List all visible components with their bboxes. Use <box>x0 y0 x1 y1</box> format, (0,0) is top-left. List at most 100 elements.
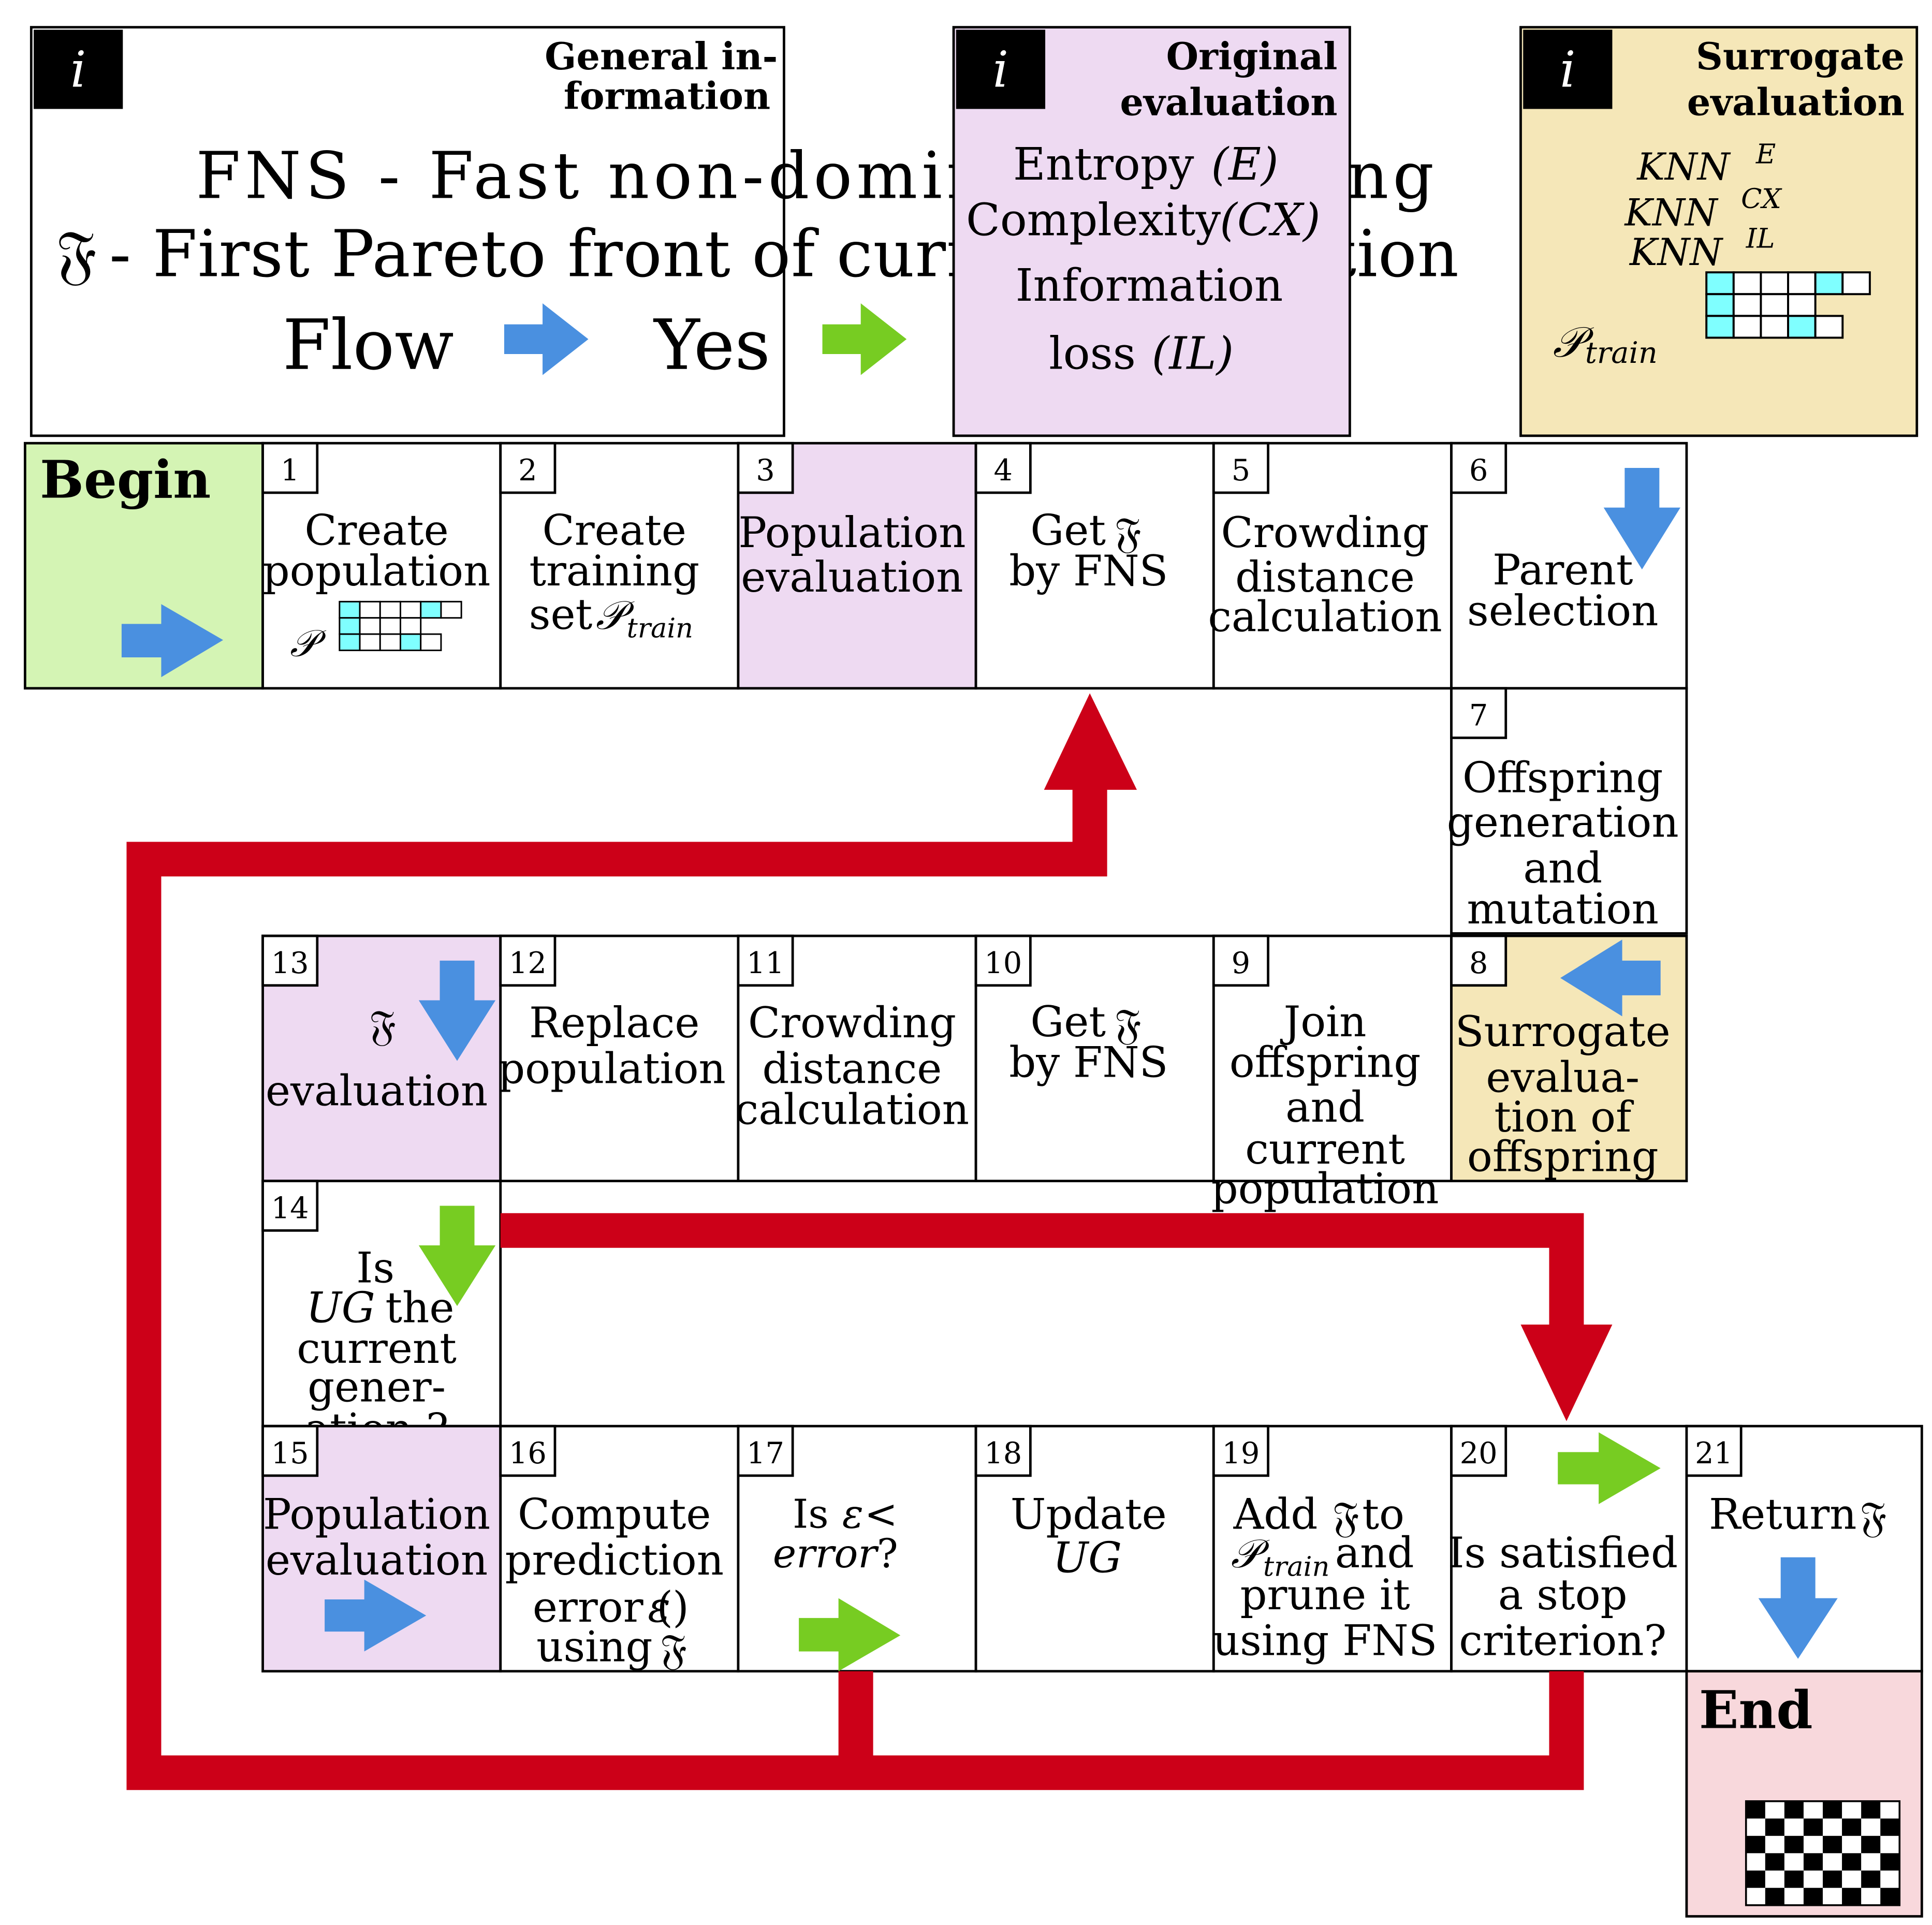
begin-cell: Begin <box>23 442 264 690</box>
step-3-population-evaluation: 3 Population evaluation <box>737 442 977 690</box>
step-number: 1 <box>281 453 300 488</box>
info-badge-icon <box>34 30 123 109</box>
step-5-crowding-distance: 5 Crowding distance calculation <box>1208 442 1453 690</box>
step-text: Crowding <box>1221 509 1429 557</box>
legend-loss-symbol: (IL) <box>1152 328 1234 380</box>
legend-knn-infoloss-sup: IL <box>1746 223 1775 254</box>
step-text: evaluation <box>266 1536 488 1585</box>
step-text: Replace <box>529 999 699 1048</box>
step-number: 4 <box>993 453 1013 488</box>
step-text: population <box>498 1045 726 1094</box>
step-text: training <box>529 547 699 596</box>
step-text: a stop <box>1498 1571 1628 1620</box>
step-text: evaluation <box>741 553 963 602</box>
step-15-population-evaluation: 15 Population evaluation <box>261 1424 502 1673</box>
step-text: evalua- <box>1486 1053 1640 1102</box>
step-text: distance <box>1235 553 1415 602</box>
legend-complexity-symbol: (CX) <box>1220 194 1320 246</box>
blue-arrow-icon <box>504 303 589 375</box>
step-number: 10 <box>984 946 1022 980</box>
step-text: Return <box>1709 1491 1857 1539</box>
step-21-return-front: 21 Return 𝔉 <box>1685 1424 1923 1673</box>
front-symbol: 𝔉 <box>1115 509 1141 557</box>
step-number: 5 <box>1232 453 1251 488</box>
step-text: mutation <box>1467 885 1659 934</box>
blue-arrow-icon <box>1560 939 1661 1017</box>
step-text: Create <box>543 506 686 555</box>
legend-yes-label: Yes <box>653 305 770 386</box>
legend-knn-infoloss: KNN <box>1629 230 1723 274</box>
step-text: the <box>385 1284 454 1332</box>
step-text: gener- <box>308 1363 446 1412</box>
legend-flow-label: Flow <box>283 305 454 386</box>
blue-arrow-icon <box>1603 468 1680 570</box>
step-text: prediction <box>505 1536 724 1585</box>
front-symbol: 𝔉 <box>1333 1493 1359 1541</box>
legend-knn-entropy: KNN <box>1636 145 1731 188</box>
ug-symbol: UG <box>1053 1534 1122 1582</box>
ptrain-subscript: train <box>1263 1551 1329 1583</box>
step-number: 14 <box>271 1191 309 1225</box>
step-text: Parent <box>1492 546 1633 595</box>
red-arrowhead-icon <box>1520 1325 1613 1421</box>
begin-label: Begin <box>40 449 211 510</box>
step-text: criterion? <box>1459 1617 1666 1666</box>
end-label: End <box>1699 1680 1813 1741</box>
blue-arrow-icon <box>325 1579 427 1652</box>
step-text: Add <box>1233 1491 1318 1539</box>
step-text: Create <box>304 506 448 555</box>
step-text: Update <box>1011 1491 1167 1539</box>
step-4-get-front-by-fns: 4 Get 𝔉 by FNS <box>974 442 1215 690</box>
step-text: Is <box>356 1244 394 1293</box>
info-badge-letter: i <box>1560 40 1576 98</box>
red-connectors <box>126 693 1613 1790</box>
step-number: 21 <box>1695 1436 1733 1471</box>
step-text: tion of <box>1494 1093 1634 1142</box>
step-number: 7 <box>1469 698 1488 733</box>
legend-knn-complexity: KNN <box>1623 190 1718 234</box>
step-text: population <box>263 547 491 596</box>
green-arrow-icon <box>418 1206 496 1306</box>
info-badge-letter: i <box>70 40 86 98</box>
step-text: prune it <box>1240 1571 1410 1620</box>
step-14-is-ug-current-generation: 14 Is UG the current gener- ation ? <box>261 1180 502 1428</box>
step-16-compute-prediction-error: 16 Compute prediction error ( ε ) using … <box>499 1424 740 1674</box>
step-text: Surrogate <box>1455 1008 1671 1056</box>
green-arrow-icon <box>822 303 907 375</box>
ug-symbol: UG <box>306 1284 375 1332</box>
step-8-surrogate-evaluation: 8 Surrogate evalua- tion of offspring <box>1450 934 1688 1183</box>
legend-entropy-symbol: (E) <box>1211 139 1279 190</box>
step-number: 18 <box>984 1436 1022 1471</box>
step-number: 8 <box>1469 946 1488 980</box>
legend-front-symbol: 𝔉 <box>56 217 97 291</box>
step-number: 17 <box>747 1436 784 1471</box>
red-arrowhead-icon <box>1044 693 1137 790</box>
step-text: selection <box>1467 587 1658 636</box>
step-text: generation <box>1447 799 1679 847</box>
step-2-create-training-set: 2 Create training set 𝒫 train <box>499 442 740 690</box>
info-badge-letter: i <box>993 40 1009 98</box>
step-text: Offspring <box>1462 754 1663 803</box>
blue-arrow-icon <box>121 604 224 678</box>
info-badge-icon <box>956 30 1046 109</box>
step-1-create-population: 1 Create population 𝒫 <box>261 442 502 690</box>
step-number: 20 <box>1460 1436 1498 1471</box>
step-number: 2 <box>518 453 537 488</box>
step-7-offspring-generation: 7 Offspring generation and mutation <box>1447 687 1688 935</box>
epsilon-symbol: ε <box>842 1491 863 1537</box>
step-text: population <box>1211 1165 1439 1214</box>
step-number: 13 <box>271 946 309 980</box>
legend-surrogate-title-line2: evaluation <box>1687 80 1905 124</box>
green-arrow-icon <box>799 1598 901 1671</box>
step-text: Get <box>1030 998 1106 1047</box>
blue-arrow-icon <box>1758 1557 1838 1659</box>
legend-surrogate-evaluation: i Surrogate evaluation KNN E KNN CX KNN … <box>1519 26 1919 437</box>
front-symbol: 𝔉 <box>369 1002 396 1050</box>
step-text: Population <box>738 509 965 557</box>
legend-original-title-line2: evaluation <box>1120 80 1337 124</box>
step-text: by FNS <box>1009 1039 1168 1088</box>
checkered-flag-icon <box>1745 1800 1901 1906</box>
step-19-add-front-to-ptrain: 19 Add 𝔉 to 𝒫 train and prune it using F… <box>1212 1424 1453 1673</box>
end-cell: End <box>1685 1670 1923 1918</box>
